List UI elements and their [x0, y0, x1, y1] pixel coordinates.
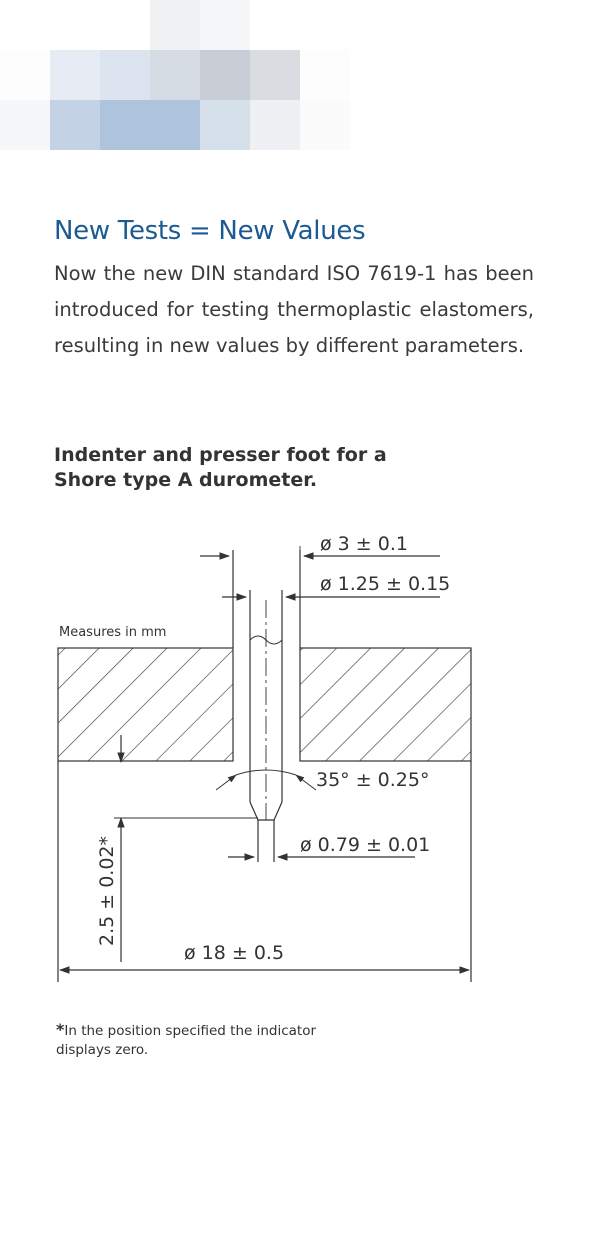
figure-title: Indenter and presser foot for a Shore ty…	[54, 444, 387, 491]
mosaic-tile	[0, 150, 50, 200]
footnote-star: *	[56, 1020, 65, 1039]
mosaic-tile	[150, 50, 200, 100]
dim-angle: 35° ± 0.25°	[316, 769, 429, 791]
dim-outer-pin: ø 3 ± 0.1	[320, 533, 408, 555]
mosaic-tile	[300, 100, 350, 150]
dim-foot: ø 18 ± 0.5	[184, 942, 284, 964]
mosaic-tile	[100, 0, 150, 50]
dim-tip: ø 0.79 ± 0.01	[300, 834, 430, 856]
mosaic-tile	[50, 150, 100, 200]
page-heading: New Tests = New Values	[54, 216, 366, 246]
header-mosaic	[0, 0, 600, 200]
measures-note: Measures in mm	[59, 625, 166, 640]
mosaic-tile	[200, 150, 250, 200]
mosaic-tile	[0, 50, 50, 100]
durometer-drawing: Measures in mm ø 3 ± 0.1 ø 1.25 ± 0.15 3…	[57, 533, 472, 982]
presser-foot-right	[299, 647, 472, 762]
mosaic-tile	[300, 150, 350, 200]
footnote: *In the position specified the indicator…	[56, 1020, 356, 1060]
mosaic-tile	[300, 50, 350, 100]
mosaic-tile	[250, 100, 300, 150]
mosaic-tile	[250, 0, 300, 50]
mosaic-tile	[100, 150, 150, 200]
mosaic-tile	[150, 150, 200, 200]
mosaic-tile	[50, 0, 100, 50]
mosaic-tile	[100, 50, 150, 100]
mosaic-tile	[250, 50, 300, 100]
mosaic-tile	[200, 100, 250, 150]
indenter-cone	[249, 801, 283, 821]
mosaic-tile	[100, 100, 150, 150]
mosaic-tile	[200, 0, 250, 50]
intro-paragraph: Now the new DIN standard ISO 7619-1 has …	[54, 262, 534, 357]
mosaic-tile	[0, 100, 50, 150]
mosaic-tile	[150, 0, 200, 50]
dim-inner-pin: ø 1.25 ± 0.15	[320, 573, 450, 595]
mosaic-tile	[50, 50, 100, 100]
presser-foot-left	[57, 647, 234, 762]
mosaic-tile	[200, 50, 250, 100]
dim-height: 2.5 ± 0.02*	[96, 836, 118, 946]
mosaic-tile	[0, 0, 50, 50]
footnote-text: In the position specified the indicator …	[56, 1023, 317, 1058]
mosaic-tile	[300, 0, 350, 50]
mosaic-tile	[50, 100, 100, 150]
mosaic-tile	[150, 100, 200, 150]
mosaic-tile	[250, 150, 300, 200]
